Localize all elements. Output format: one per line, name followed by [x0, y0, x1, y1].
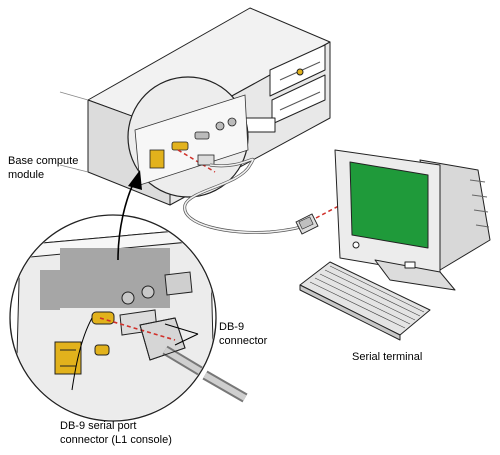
serial-terminal	[299, 149, 491, 341]
chassis-lines	[59, 91, 89, 173]
serial-port-label-1: DB-9 serial port	[60, 420, 137, 432]
keyboard-keys	[309, 265, 425, 329]
power-socket-icon	[149, 149, 165, 169]
db9-serial-port	[91, 311, 115, 325]
leader-lines	[71, 317, 199, 391]
serial-plug-icon	[197, 154, 215, 166]
db9-connector-label-1: DB-9	[219, 321, 245, 333]
base-module-label-1: Base compute	[8, 155, 79, 167]
serial-port-label-2: connector (L1 console)	[60, 434, 172, 446]
terminal-plug	[295, 213, 319, 235]
ps2-port-icon	[121, 291, 135, 305]
rear-panel-inset	[9, 214, 217, 422]
arrow-head-icon	[128, 170, 142, 190]
power-socket-icon	[54, 341, 82, 375]
db9-port-icon	[171, 141, 189, 151]
db9-connector-label-2: connector	[219, 335, 268, 347]
serial-terminal-label: Serial terminal	[352, 351, 423, 363]
base-module-label-2: module	[8, 169, 45, 181]
monitor-screen	[349, 161, 429, 249]
detail-magnifier	[127, 76, 249, 198]
